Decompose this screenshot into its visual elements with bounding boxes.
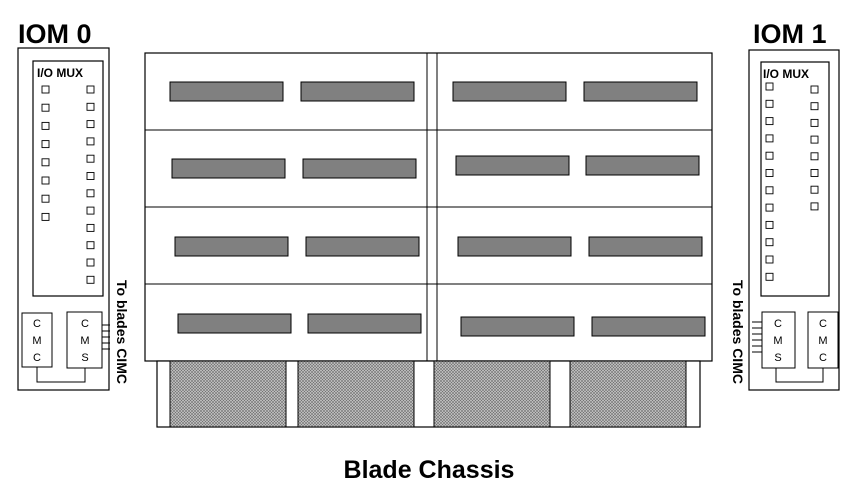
iom-0-ports [41,85,95,284]
iom-1-cms-cmc-link [775,368,824,383]
io-port [765,99,774,108]
io-port [86,241,95,250]
power-supply-grille [169,360,287,428]
io-port [810,202,819,211]
iom-1-cms-letter-3: S [774,352,781,364]
iom-0-cmc-letter-1: C [33,318,41,330]
iom-1-module-outline [748,49,840,391]
io-port [86,275,95,284]
io-port [765,186,774,195]
iom-1-cmc-box [807,311,839,369]
power-supply-grille [433,360,551,428]
io-port [810,185,819,194]
io-port [765,238,774,247]
iom-1-side-label: To blades CIMC [730,280,746,384]
iom-0: IOM 0 I/O MUX C M C C M S To blades CIMC [17,19,130,391]
iom-1-cms-letter-1: C [774,318,782,330]
io-port [41,176,50,185]
blade-slot [307,313,422,334]
iom-0-cms-letter-1: C [81,318,89,330]
io-port [765,220,774,229]
iom-1-ports [765,82,819,281]
io-port [810,102,819,111]
blade-slot [174,236,289,257]
io-port [810,85,819,94]
blade-slot [585,155,700,176]
iom-1-cmc-letter-3: C [819,352,827,364]
io-port [41,85,50,94]
iom-0-io-mux-label: I/O MUX [37,66,83,80]
io-port [86,102,95,111]
iom-1-title: IOM 1 [753,19,827,49]
blade-slot [177,313,292,334]
io-port [765,117,774,126]
iom-0-cmc-box [21,312,53,368]
blade-slot [305,236,420,257]
iom-0-cmc-letter-2: M [32,335,41,347]
blade-slot [171,158,286,179]
io-port [86,137,95,146]
blade-slot [457,236,572,257]
iom-0-title: IOM 0 [18,19,92,49]
io-port [765,169,774,177]
blade-slot [300,81,415,102]
io-port [810,169,819,177]
iom-0-io-mux [32,60,104,297]
io-port [41,158,50,167]
io-port [86,85,95,94]
io-port [41,212,50,221]
io-port [765,82,774,91]
iom-1-io-mux [760,61,830,297]
blade-slot [588,236,703,257]
io-port [41,121,50,130]
power-supply-grille [297,360,415,428]
io-port [86,172,95,180]
io-port [86,223,95,232]
power-supply-grille [569,360,687,428]
io-port [765,203,774,212]
iom-1-cms-box [761,311,796,369]
iom-0-blade-links [102,324,110,350]
iom-1-cmc-letter-2: M [818,335,827,347]
iom-0-side-label: To blades CIMC [114,280,130,384]
io-port [41,194,50,203]
blade-slot [169,81,284,102]
io-port [41,103,50,112]
blade-slot [460,316,575,337]
io-port [810,118,819,127]
io-port [765,272,774,281]
blade-slot [591,316,706,337]
iom-0-cms-letter-2: M [80,335,89,347]
iom-0-cmc-letter-3: C [33,352,41,364]
blade-chassis: Blade Chassis [144,52,713,484]
io-port [765,134,774,143]
io-port [765,151,774,160]
iom-0-cms-letter-3: S [81,352,88,364]
io-port [765,255,774,264]
iom-1: IOM 1 I/O MUX C M S C M C To blades CIMC [730,19,840,391]
io-port [86,189,95,198]
io-port [810,135,819,144]
chassis-caption: Blade Chassis [344,456,515,484]
iom-1-io-mux-label: I/O MUX [763,67,809,81]
iom-1-cmc-letter-1: C [819,318,827,330]
iom-0-cmc-cms-link [36,367,86,383]
iom-0-module-outline [17,47,110,391]
io-port [86,154,95,163]
io-port [86,206,95,215]
io-port [86,258,95,267]
blade-slot [583,81,698,102]
blade-slot [452,81,567,102]
io-port [810,152,819,161]
io-port [41,140,50,149]
iom-1-cms-letter-2: M [773,335,782,347]
iom-1-blade-links [752,321,762,353]
blade-slot [302,158,417,179]
io-port [86,120,95,129]
blade-slot [455,155,570,176]
